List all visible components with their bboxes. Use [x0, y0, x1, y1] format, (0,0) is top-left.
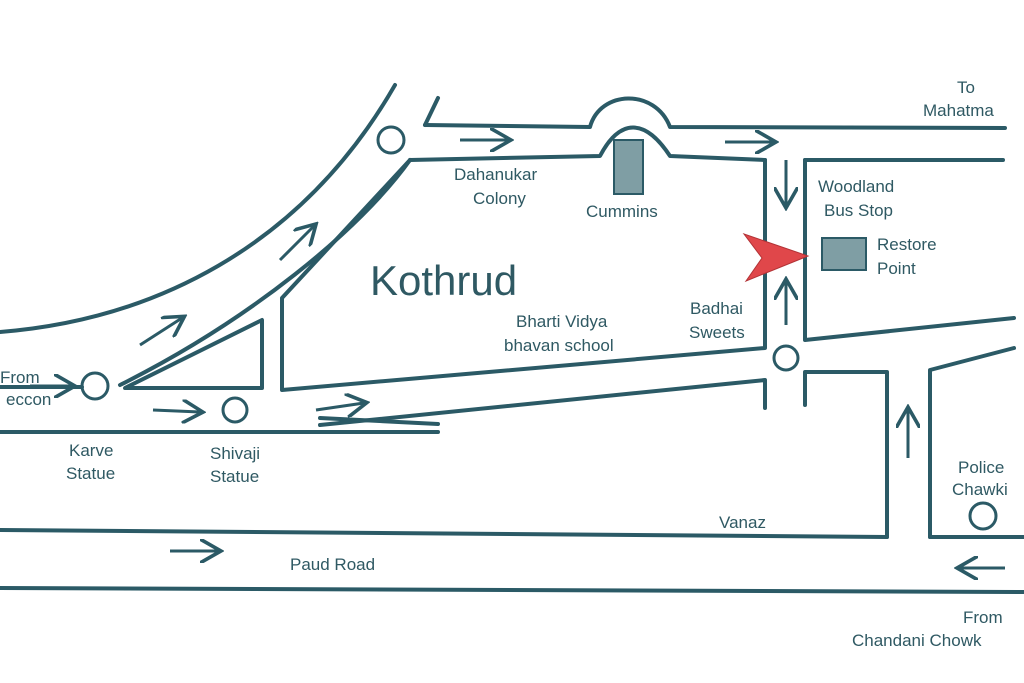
roundabout-marker	[968, 501, 998, 531]
roundabout-marker	[221, 396, 249, 424]
direction-arrow-icon	[278, 226, 314, 262]
label-police-line2: Chawki	[952, 480, 1008, 499]
label-restore-line2: Point	[877, 259, 916, 278]
roundabouts	[80, 125, 998, 531]
label-bharti-line1: Bharti Vidya	[516, 312, 608, 331]
area-label: Kothrud	[370, 257, 517, 304]
direction-arrow-icon	[315, 403, 364, 410]
roundabout-marker	[80, 371, 110, 401]
label-from-chandani-line1: From	[963, 608, 1003, 627]
label-paud-road: Paud Road	[290, 555, 375, 574]
label-from-deccon-line1: From	[0, 368, 40, 387]
label-cummins: Cummins	[586, 202, 658, 221]
label-badhai-line1: Badhai	[690, 299, 743, 318]
direction-arrow-icon	[139, 318, 182, 347]
label-dahanukar-line1: Dahanukar	[454, 165, 538, 184]
label-karve-line1: Karve	[69, 441, 113, 460]
label-badhai-line2: Sweets	[689, 323, 745, 342]
label-from-chandani-line2: Chandani Chowk	[852, 631, 982, 650]
label-woodland-line2: Bus Stop	[824, 201, 893, 220]
label-to-mahatma-line2: Mahatma	[923, 101, 994, 120]
label-police-line1: Police	[958, 458, 1004, 477]
label-bharti-line2: bhavan school	[504, 336, 614, 355]
cummins-building	[613, 139, 644, 195]
label-vanaz: Vanaz	[719, 513, 766, 532]
location-pin-icon	[742, 232, 810, 283]
label-from-deccon-line2: eccon	[6, 390, 51, 409]
roundabout-marker	[376, 125, 406, 155]
roundabout-marker	[772, 344, 800, 372]
label-to-mahatma-line1: To	[957, 78, 975, 97]
label-shivaji-line1: Shivaji	[210, 444, 260, 463]
label-restore-line1: Restore	[877, 235, 937, 254]
label-karve-line2: Statue	[66, 464, 115, 483]
direction-arrows	[30, 140, 1005, 568]
direction-arrow-icon	[152, 410, 200, 412]
road-network	[0, 83, 1024, 594]
label-woodland-line1: Woodland	[818, 177, 894, 196]
label-dahanukar-line2: Colony	[473, 189, 526, 208]
label-shivaji-line2: Statue	[210, 467, 259, 486]
restore-point-building	[821, 237, 867, 271]
